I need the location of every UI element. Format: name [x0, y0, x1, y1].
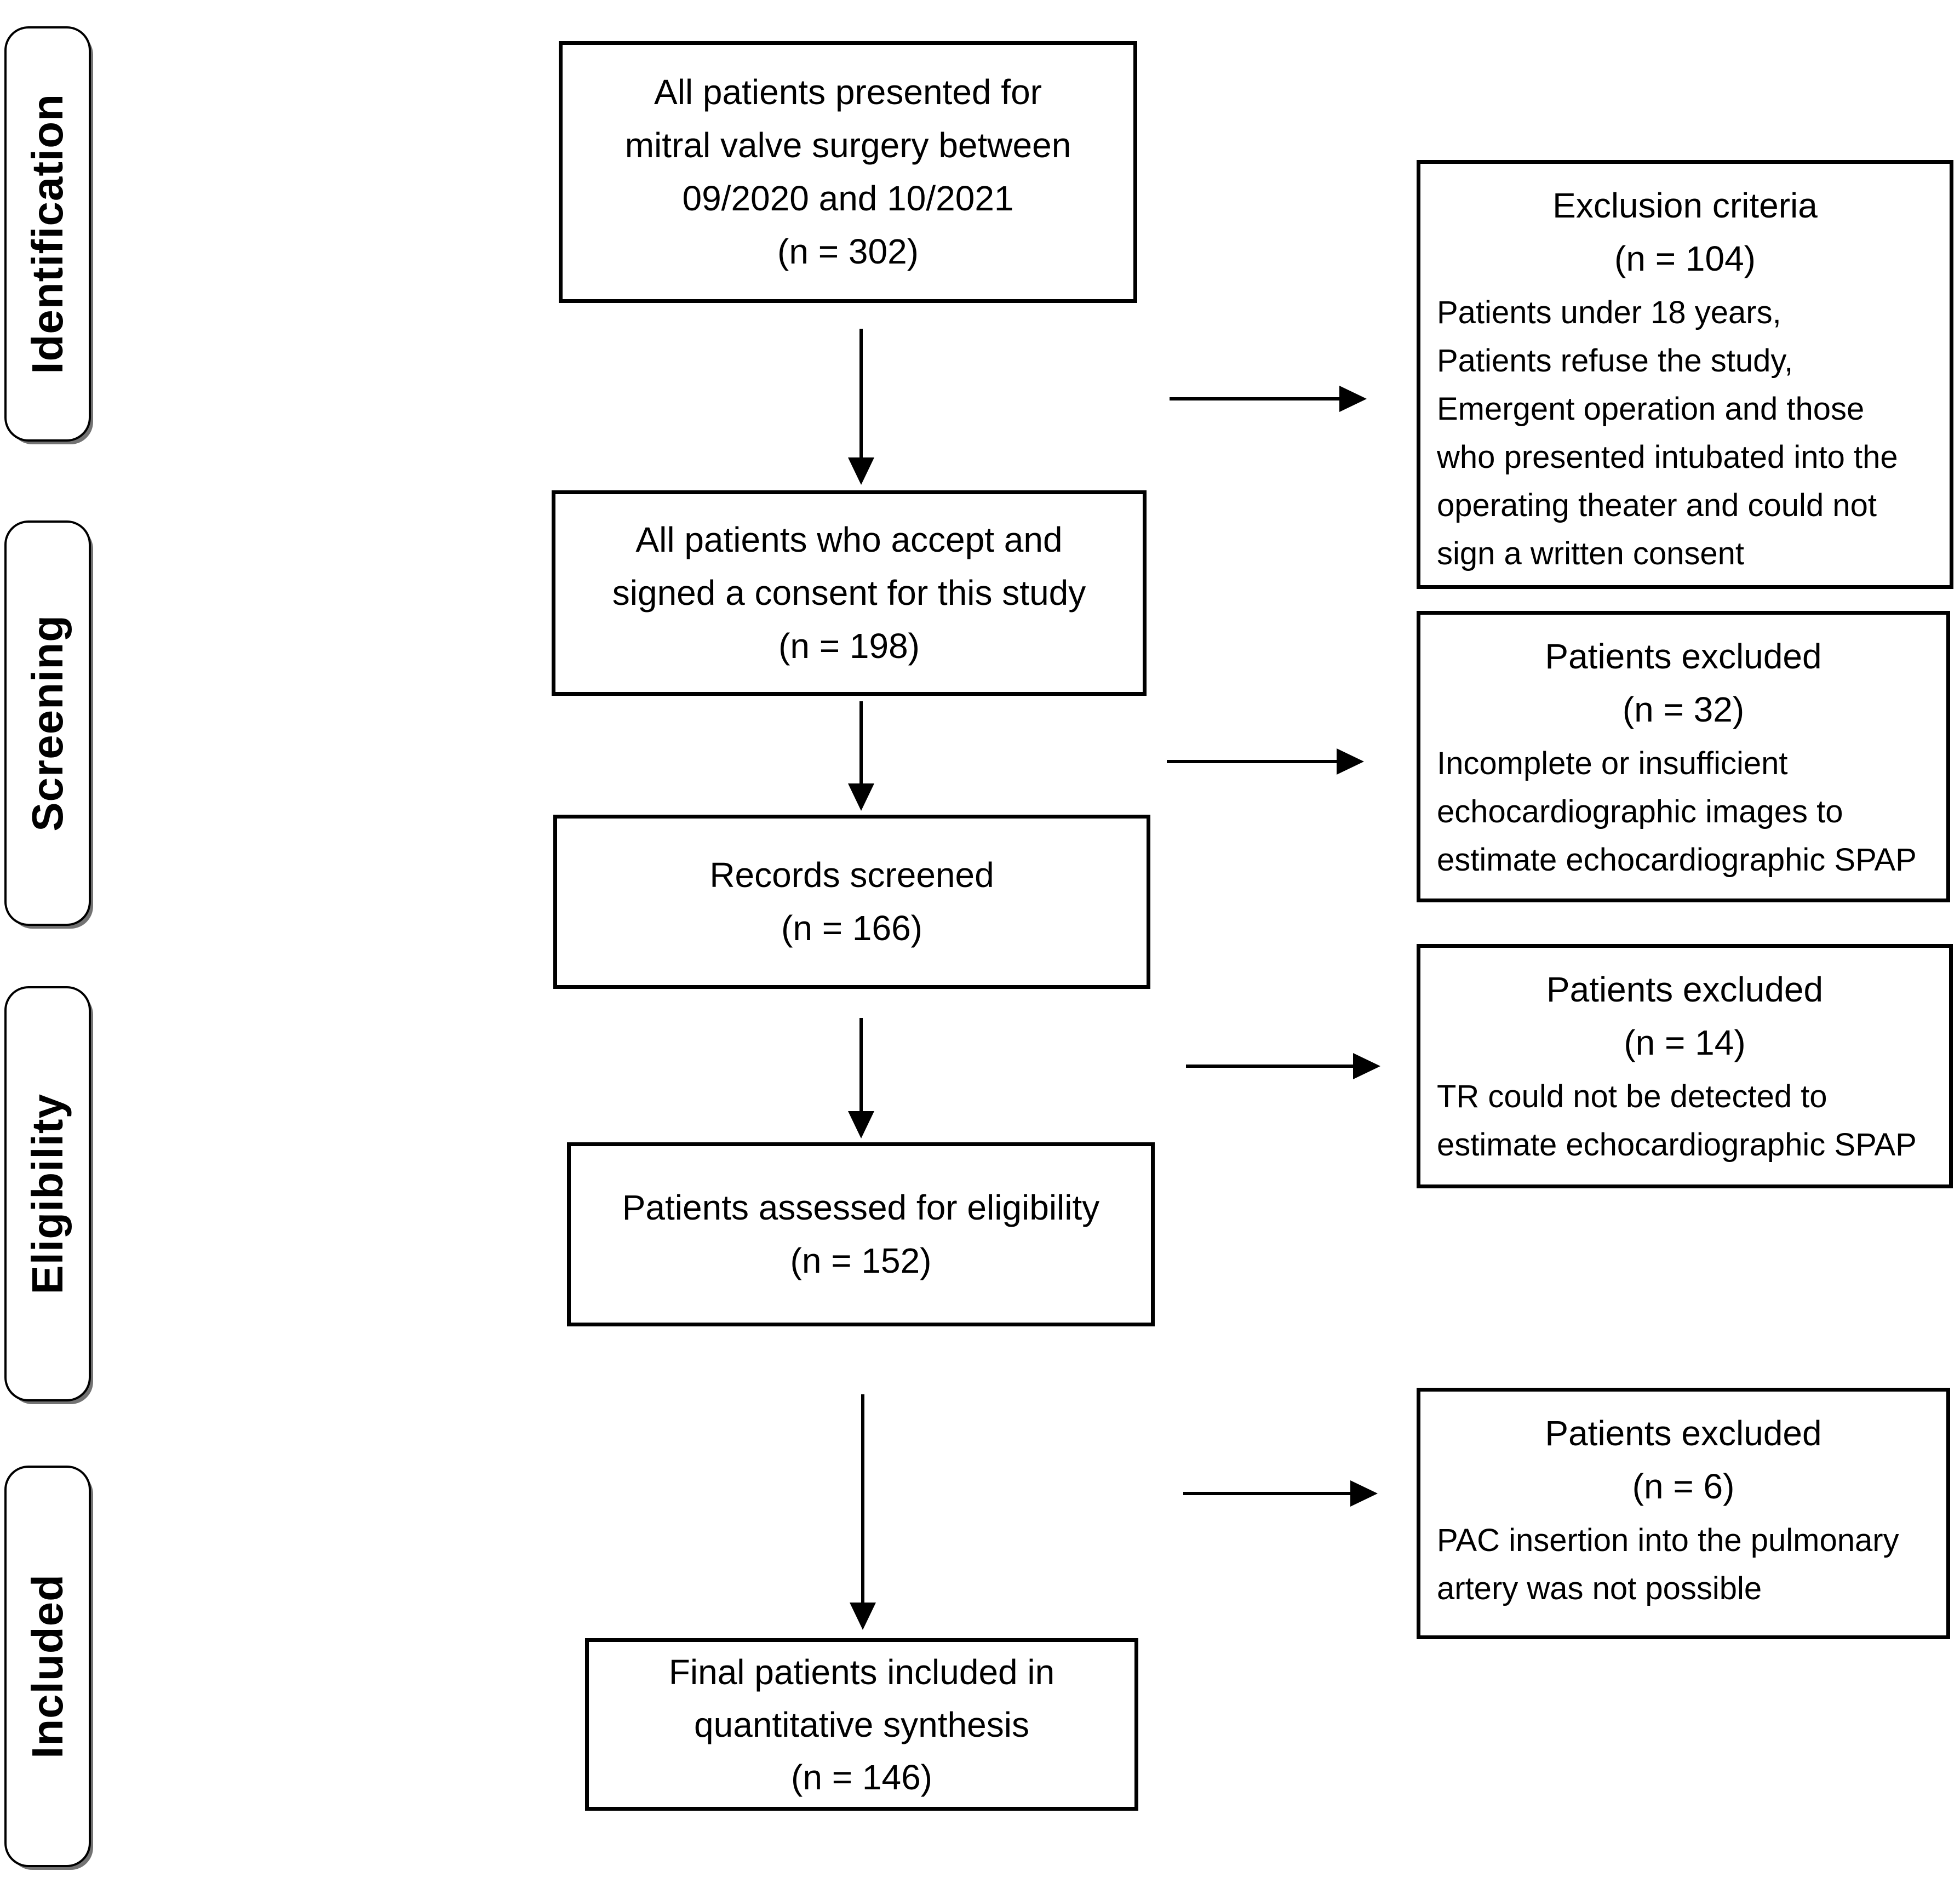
exclusion-box-criteria-body: Patients under 18 years, Patients refuse… [1437, 295, 1898, 571]
exclusion-box-n32-title: Patients excluded [1545, 637, 1822, 676]
flow-box-consent-signed: All patients who accept and signed a con… [552, 490, 1147, 696]
exclusion-box-n14-title: Patients excluded [1546, 970, 1824, 1009]
exclusion-box-n6-count: (n = 6) [1632, 1467, 1735, 1506]
exclusion-box-n14: Patients excluded (n = 14) TR could not … [1417, 944, 1953, 1188]
exclusion-box-n32-count: (n = 32) [1622, 690, 1745, 729]
flow-box-assessed-eligibility: Patients assessed for eligibility (n = 1… [567, 1142, 1155, 1326]
stage-label-eligibility: Eligibility [4, 986, 91, 1401]
exclusion-box-criteria: Exclusion criteria (n = 104) Patients un… [1417, 160, 1953, 589]
exclusion-box-n32-body: Incomplete or insufficient echocardiogra… [1437, 746, 1917, 878]
stage-label-identification-text: Identification [23, 94, 72, 374]
exclusion-box-n6: Patients excluded (n = 6) PAC insertion … [1417, 1388, 1950, 1639]
stage-label-screening-text: Screening [23, 615, 72, 832]
stage-label-identification: Identification [4, 26, 91, 442]
flow-box-records-screened: Records screened (n = 166) [553, 815, 1150, 989]
stage-label-screening: Screening [4, 520, 91, 926]
flow-box-final-included: Final patients included in quantitative … [585, 1638, 1138, 1811]
flow-box-all-patients-presented: All patients presented for mitral valve … [559, 41, 1137, 303]
stage-label-included-text: Included [23, 1574, 72, 1759]
stage-label-eligibility-text: Eligibility [23, 1093, 72, 1295]
exclusion-box-n6-body: PAC insertion into the pulmonary artery … [1437, 1523, 1899, 1606]
stage-label-included: Included [4, 1466, 91, 1867]
exclusion-box-n14-body: TR could not be detected to estimate ech… [1437, 1079, 1917, 1163]
exclusion-box-criteria-title: Exclusion criteria [1552, 186, 1818, 225]
exclusion-box-criteria-count: (n = 104) [1614, 239, 1756, 278]
exclusion-box-n32: Patients excluded (n = 32) Incomplete or… [1417, 611, 1950, 902]
exclusion-box-n14-count: (n = 14) [1624, 1023, 1746, 1062]
exclusion-box-n6-title: Patients excluded [1545, 1414, 1822, 1453]
